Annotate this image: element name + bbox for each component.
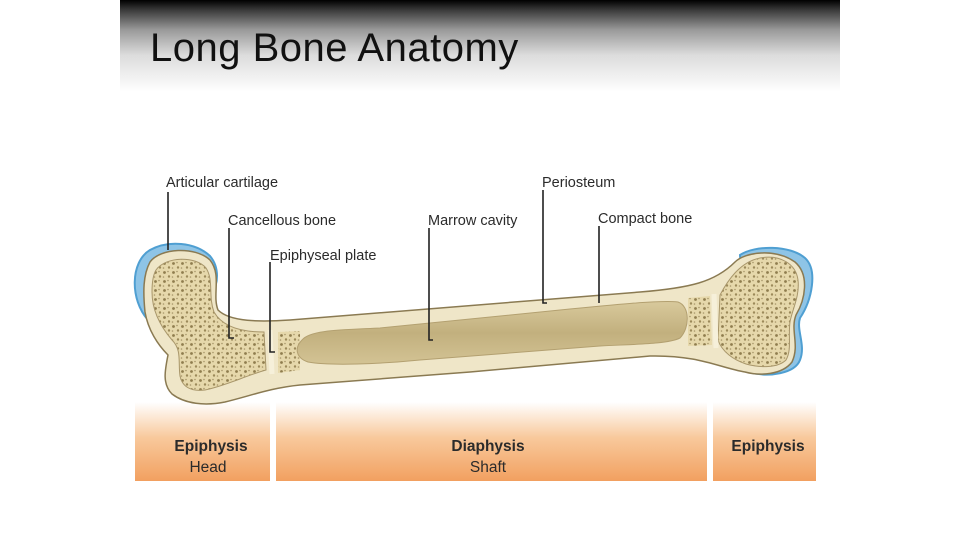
region-middle-name: Diaphysis <box>451 438 524 455</box>
label-compact-bone: Compact bone <box>598 211 692 227</box>
cancellous-bone-metaphysis-right <box>688 296 712 346</box>
region-middle-sub: Shaft <box>470 459 507 476</box>
region-left-name: Epiphysis <box>174 438 247 455</box>
label-articular-cartilage: Articular cartilage <box>166 175 278 191</box>
label-marrow-cavity: Marrow cavity <box>428 213 518 229</box>
epiphyseal-line-right <box>714 294 716 348</box>
label-periosteum: Periosteum <box>542 175 615 191</box>
region-left-sub: Head <box>189 459 226 476</box>
label-cancellous-bone: Cancellous bone <box>228 213 336 229</box>
cancellous-bone-metaphysis-left <box>278 331 300 373</box>
region-right-name: Epiphysis <box>731 438 804 455</box>
label-epiphyseal-plate: Epiphyseal plate <box>270 248 376 264</box>
leader-periosteum <box>543 190 547 303</box>
